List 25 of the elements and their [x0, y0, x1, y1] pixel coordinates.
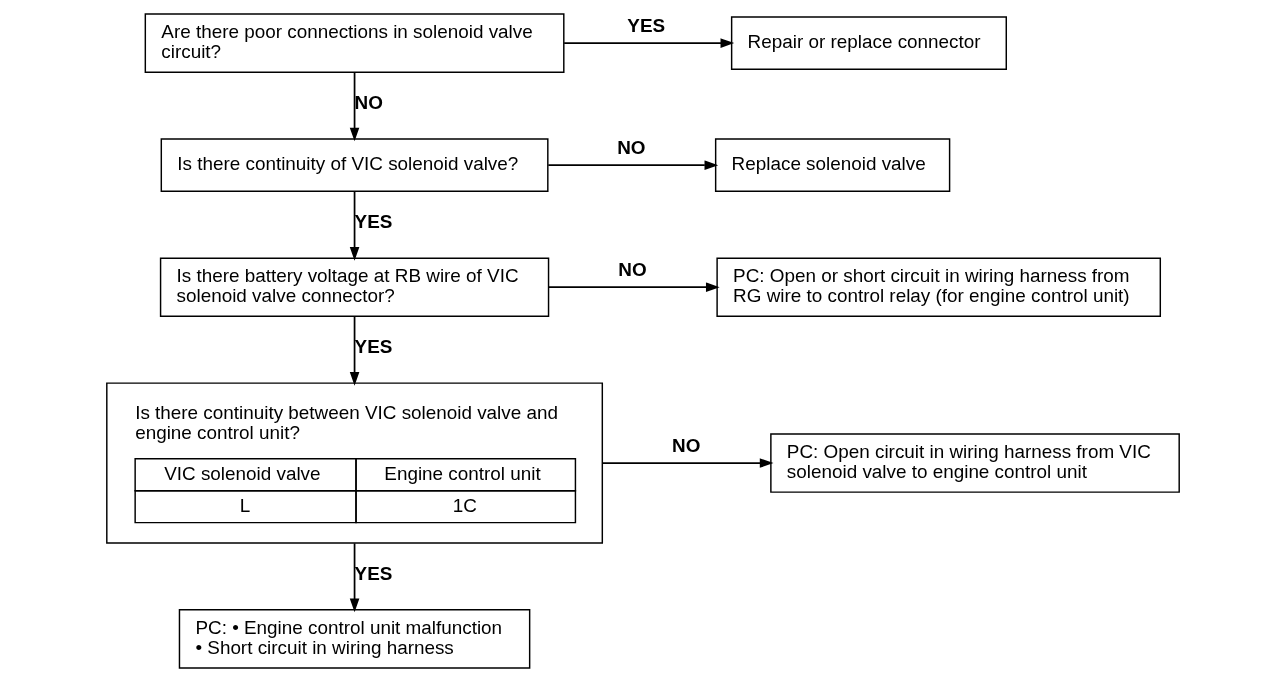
- arrow: [349, 71, 359, 142]
- node-box: Repair or replace connector: [730, 16, 1007, 70]
- edge-label: YES: [354, 211, 392, 233]
- node-box: Is there continuity of VIC solenoid valve?: [160, 138, 549, 193]
- edge-label: YES: [626, 15, 665, 37]
- arrow: [349, 542, 359, 613]
- node-box: Are there poor connections in solenoid valve circuit?: [144, 13, 565, 73]
- arrow: [562, 38, 734, 48]
- edge-label: NO: [671, 435, 700, 457]
- node-box: Is there battery voltage at RB wire of VIC solenoid valve connector?: [159, 257, 549, 318]
- node-box: PC: Open circuit in wiring harness from VIC solenoid valve to engine control unit: [769, 433, 1180, 493]
- node-box: PC: • Engine control unit malfunction • Short circuit in wiring harness: [178, 609, 530, 669]
- edge-label: NO: [616, 137, 646, 159]
- edge-label: YES: [354, 562, 392, 584]
- node-box: Is there continuity between VIC solenoid valve and engine control unit? VIC solenoid valve Engine control unit L 1C: [105, 382, 603, 544]
- edge-label: YES: [354, 336, 392, 358]
- arrow: [349, 315, 359, 386]
- arrow: [547, 282, 720, 293]
- arrow: [601, 458, 773, 468]
- node-box: Replace solenoid valve: [714, 138, 950, 193]
- arrow: [349, 191, 359, 261]
- edge-label: NO: [354, 92, 383, 114]
- edge-label: NO: [617, 259, 647, 281]
- node-box: PC: Open or short circuit in wiring harness from RG wire to control relay (for engine control unit): [715, 257, 1161, 318]
- arrow: [546, 160, 718, 170]
